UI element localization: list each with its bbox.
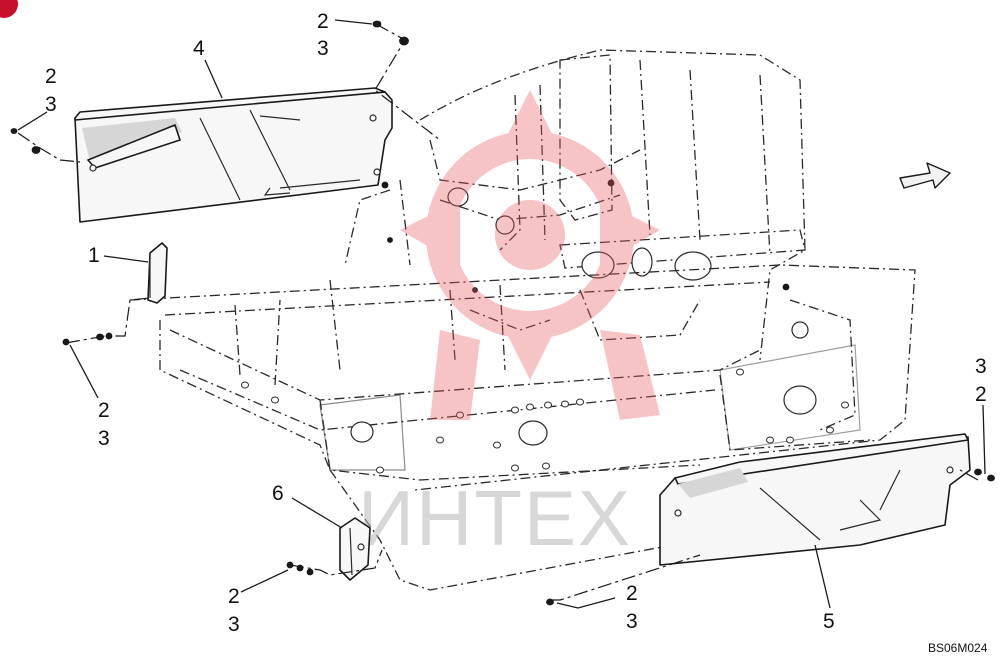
part-4-panel <box>74 87 393 223</box>
callout-3-bottom: 3 <box>626 610 638 633</box>
callout-3-right: 3 <box>975 355 987 378</box>
callout-5: 5 <box>823 610 835 633</box>
callout-3-left: 3 <box>98 427 110 450</box>
callout-labels: 4 2 3 2 3 1 2 3 6 2 3 2 3 5 3 2 <box>45 10 987 636</box>
part-6-bracket <box>339 517 371 581</box>
callout-2-right: 2 <box>975 383 987 406</box>
corner-badge-icon <box>0 0 18 18</box>
part-1-bracket <box>147 242 168 304</box>
direction-arrow-icon <box>899 162 951 189</box>
callout-3-top: 3 <box>317 37 329 60</box>
callout-3-bottom-left: 3 <box>228 613 240 636</box>
callout-2-top: 2 <box>317 10 329 33</box>
hardware-fasteners <box>10 20 995 606</box>
callout-2-bottom: 2 <box>626 582 638 605</box>
loader-frame <box>129 49 916 591</box>
callout-leaders <box>17 19 986 609</box>
callout-4: 4 <box>193 37 205 60</box>
callout-1: 1 <box>88 244 100 267</box>
figure-code: BS06M024 <box>928 641 988 655</box>
callout-2-bottom-left: 2 <box>228 585 240 608</box>
watermark-logo <box>400 90 660 420</box>
part-5-panel <box>659 433 971 566</box>
callout-3-top-left: 3 <box>45 93 57 116</box>
watermark-text: ИНТЕХ <box>358 474 632 562</box>
callout-2-top-left: 2 <box>45 65 57 88</box>
callout-6: 6 <box>272 482 284 505</box>
callout-2-left: 2 <box>98 399 110 422</box>
